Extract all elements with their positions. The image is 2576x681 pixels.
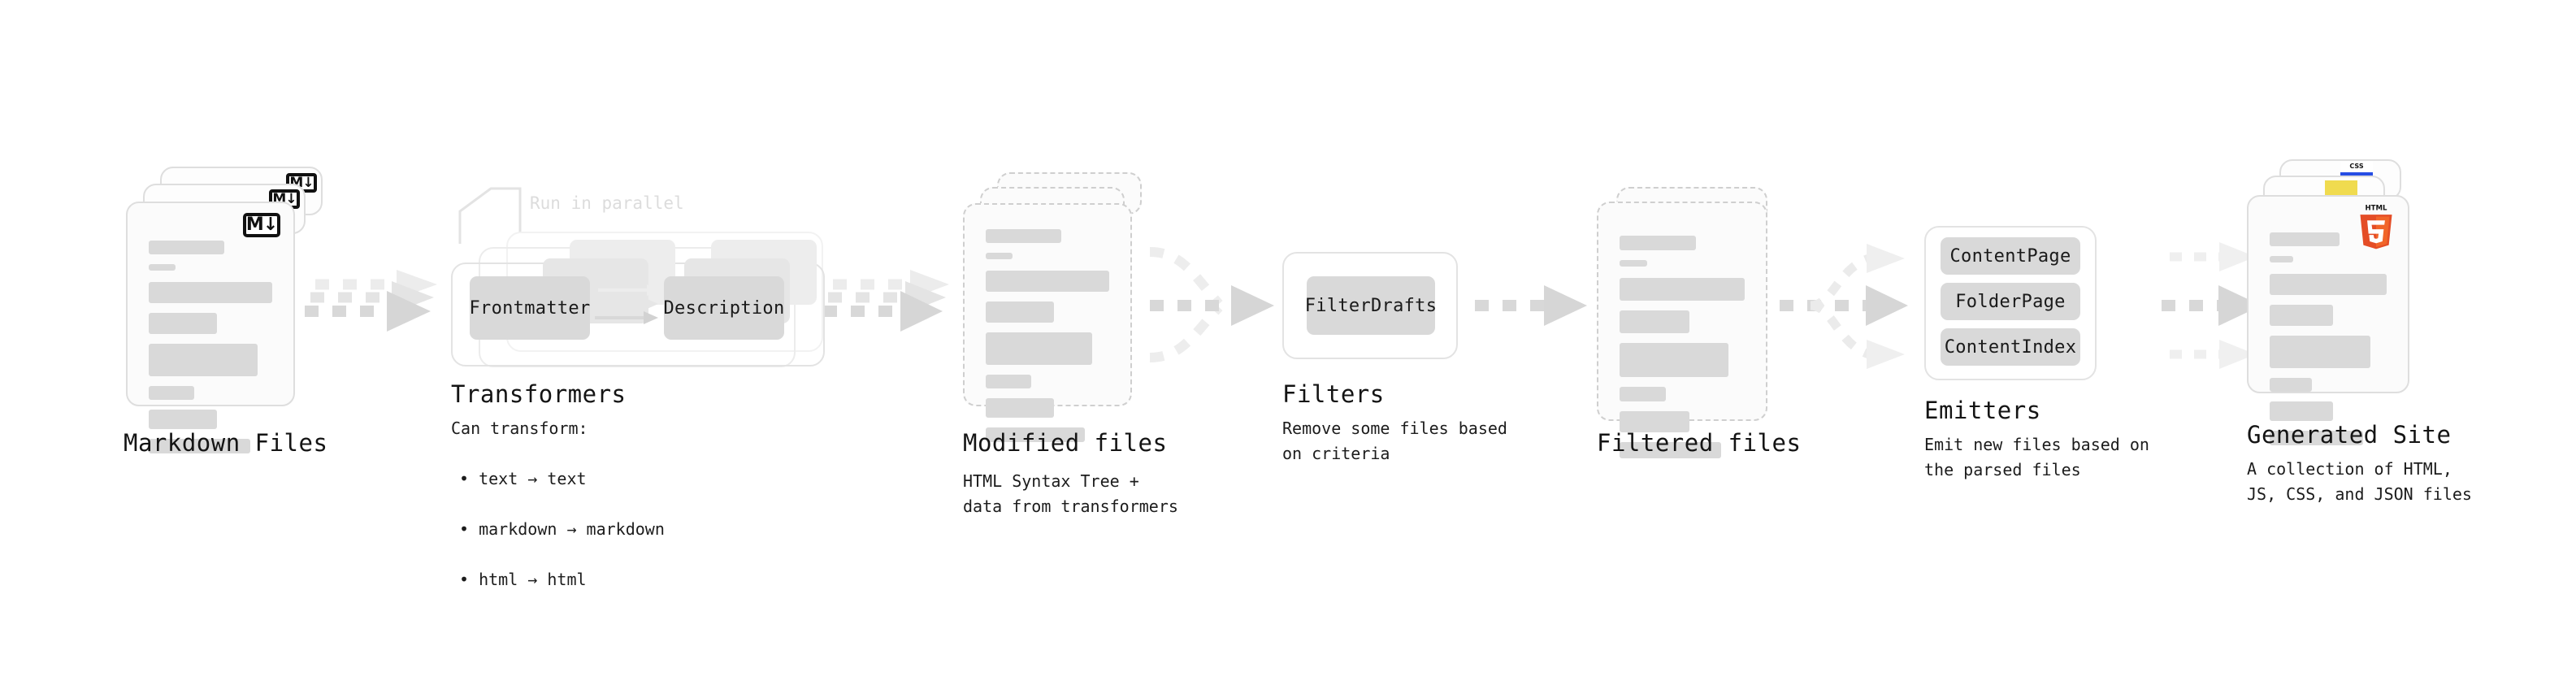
markdown-badge-text: M↓ <box>245 215 278 235</box>
transformers-bullet: • text → text <box>459 469 587 488</box>
site-card-front: HTML <box>2247 195 2409 445</box>
filtered-card-content <box>1620 236 1745 468</box>
modified-files-title: Modified files <box>963 429 1168 457</box>
content-bar <box>986 271 1109 292</box>
transformers-subtitle: Can transform: <box>451 419 588 438</box>
html5-badge: HTML <box>2360 205 2392 249</box>
content-bar <box>1620 278 1745 301</box>
transformers-bullet: • html → html <box>459 570 587 589</box>
content-bar <box>1620 310 1690 333</box>
generated-site-title: Generated Site <box>2247 421 2452 449</box>
generated-site-subtitle: A collection of HTML, JS, CSS, and JSON … <box>2247 459 2472 504</box>
content-bar <box>1620 260 1647 267</box>
emitter-chip-contentindex-label: ContentIndex <box>1944 336 2077 358</box>
filters-title: Filters <box>1282 380 1385 408</box>
markdown-files-title: Markdown Files <box>124 429 328 457</box>
connector-transformers-to-modified <box>823 270 949 332</box>
css3-badge-text: CSS <box>2349 163 2364 170</box>
content-bar <box>986 427 1085 442</box>
content-bar <box>149 282 272 303</box>
content-bar <box>2270 378 2312 392</box>
js-badge <box>2325 180 2357 197</box>
content-bar <box>2270 305 2333 326</box>
filters-box <box>1282 252 1458 359</box>
content-bar <box>149 264 176 271</box>
content-bar <box>149 344 258 376</box>
content-bar <box>986 301 1054 323</box>
content-bar <box>2270 274 2387 295</box>
filtered-files-title: Filtered files <box>1597 429 1802 457</box>
content-bar <box>1620 387 1666 401</box>
connector-modified-to-filters <box>1149 247 1274 362</box>
markdown-badge: M↓ <box>243 213 280 237</box>
connector-filtered-to-emitters <box>1780 244 1908 369</box>
connector-filters-to-filtered <box>1475 285 1587 326</box>
filter-chip-filterdrafts-label: FilterDrafts <box>1304 295 1438 316</box>
content-bar <box>2270 336 2370 368</box>
content-bar <box>1620 411 1690 432</box>
content-bar <box>2270 431 2364 445</box>
content-bar <box>1620 343 1728 377</box>
content-bar <box>149 241 224 254</box>
filtered-card-front <box>1597 202 1767 458</box>
transformer-chip-frontmatter[interactable]: Frontmatter <box>470 276 590 340</box>
connector-markdown-to-transformers <box>305 270 437 332</box>
content-bar <box>986 332 1092 365</box>
emitter-chip-contentpage-label: ContentPage <box>1949 245 2071 267</box>
emitter-chip-contentindex[interactable]: ContentIndex <box>1941 328 2080 366</box>
content-bar <box>986 375 1032 388</box>
transformers-bullet-list: • text → text • markdown → markdown • ht… <box>459 441 665 618</box>
content-bar <box>149 410 217 429</box>
emitters-box <box>1924 226 2097 380</box>
css3-badge: CSS <box>2340 162 2373 176</box>
transformer-inner-arrows <box>595 284 660 324</box>
transformers-bullet: • markdown → markdown <box>459 519 665 539</box>
content-bar <box>986 253 1013 259</box>
transformer-chip-description[interactable]: Description <box>664 276 784 340</box>
run-in-parallel-label: Run in parallel <box>530 193 684 213</box>
content-bar <box>2270 256 2293 262</box>
emitter-chip-contentpage[interactable]: ContentPage <box>1941 237 2080 275</box>
content-bar <box>1620 236 1696 250</box>
content-bar <box>2270 232 2340 246</box>
transformer-chip-description-label: Description <box>663 297 785 319</box>
content-bar <box>149 313 217 334</box>
markdown-card-front: M↓ <box>126 202 295 453</box>
filters-subtitle: Remove some files based on criteria <box>1282 419 1507 463</box>
svg-text:HTML: HTML <box>2365 205 2387 213</box>
content-bar <box>986 229 1061 243</box>
emitters-subtitle: Emit new files based on the parsed files <box>1924 435 2149 479</box>
emitters-title: Emitters <box>1924 397 2041 424</box>
site-card-content <box>2270 232 2387 455</box>
content-bar <box>149 386 195 400</box>
content-bar <box>149 439 250 453</box>
emitter-chip-folderpage-label: FolderPage <box>1955 291 2066 312</box>
transformer-chip-frontmatter-label: Frontmatter <box>469 297 591 319</box>
filter-chip-filterdrafts[interactable]: FilterDrafts <box>1304 276 1438 335</box>
markdown-card-content <box>149 241 272 463</box>
emitter-chip-folderpage[interactable]: FolderPage <box>1941 283 2080 320</box>
content-bar <box>1620 442 1721 458</box>
transformers-title: Transformers <box>451 380 627 408</box>
modified-files-subtitle: HTML Syntax Tree + data from transformer… <box>963 471 1178 516</box>
modified-card-content <box>986 229 1109 452</box>
content-bar <box>986 398 1054 418</box>
content-bar <box>2270 401 2333 421</box>
modified-card-front <box>963 203 1132 442</box>
